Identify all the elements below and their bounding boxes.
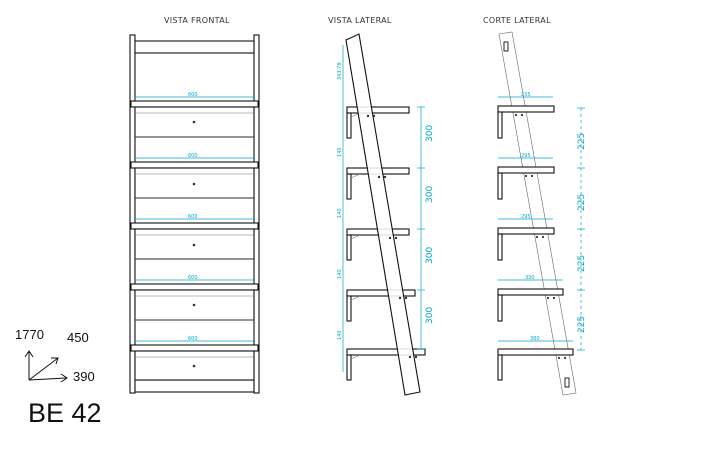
shelf-depth-label: 235 (521, 92, 531, 98)
depth-dimension: 450 (67, 330, 89, 345)
dimension-axes: 1770 450 390 (15, 327, 95, 384)
knob-icon (192, 182, 196, 186)
front-top-rail (134, 40, 255, 54)
front-shelf-width-label: 600 (188, 336, 198, 342)
section-shelf-4: 330 (497, 275, 564, 322)
shelf-spacing-label: 300 (425, 307, 435, 324)
section-spacing-label: 225 (577, 194, 587, 211)
front-shelf-5: 600 (130, 336, 259, 381)
side-left-dimension-chain: 343.78 140 140 140 140 (337, 45, 344, 372)
arrow-right-icon (60, 373, 68, 383)
section-view-title: CORTE LATERAL (483, 16, 551, 25)
section-bottom-slot (564, 377, 570, 388)
section-top-slot (503, 41, 509, 52)
shelf-spacing-label: 300 (425, 125, 435, 142)
knob-icon (192, 364, 196, 368)
front-shelf-3: 600 (130, 214, 259, 260)
front-shelf-1: 600 (130, 92, 259, 138)
shelf-depth-label: 330 (525, 275, 535, 281)
front-shelf-2: 600 (130, 153, 259, 199)
section-shelf-1: 235 (497, 92, 555, 139)
section-spacing-label: 225 (577, 133, 587, 150)
arrow-up-icon (24, 350, 34, 358)
section-shelf-5: 380 (497, 336, 574, 381)
shelf-spacing-label: 300 (425, 247, 435, 264)
section-spacing-label: 225 (577, 316, 587, 333)
shelf-gap-label: 140 (337, 269, 343, 279)
shelf-depth-label: 295 (521, 153, 531, 159)
front-shelf-width-label: 600 (188, 92, 198, 98)
shelf-depth-label: 380 (530, 336, 540, 342)
knob-icon (192, 120, 196, 124)
front-shelf-width-label: 600 (188, 214, 198, 220)
side-ladder-upright (345, 33, 421, 396)
section-ladder-upright (498, 31, 577, 396)
side-shelf-5 (346, 348, 426, 381)
section-shelf-3: 295 (497, 214, 555, 261)
section-view: 235 295 295 330 380 (497, 31, 587, 396)
knob-icon (192, 303, 196, 307)
side-view-title: VISTA LATERAL (328, 16, 392, 25)
side-shelf-1 (346, 106, 410, 139)
top-offset-label: 343.78 (337, 63, 343, 81)
front-shelf-width-label: 600 (188, 275, 198, 281)
section-shelf-2: 295 (497, 153, 555, 200)
side-screws (366, 114, 418, 359)
shelf-depth-label: 295 (521, 214, 531, 220)
knob-icon (192, 243, 196, 247)
front-view: 600 600 600 (129, 34, 260, 394)
shelf-gap-label: 140 (337, 208, 343, 218)
shelf-spacing-label: 300 (425, 186, 435, 203)
side-shelf-4 (346, 289, 416, 322)
arrow-diagonal-icon (51, 357, 59, 365)
front-left-upright (129, 34, 136, 394)
width-dimension: 390 (73, 369, 95, 384)
shelf-gap-label: 140 (337, 147, 343, 157)
section-spacing-label: 225 (577, 255, 587, 272)
height-dimension: 1770 (15, 327, 44, 342)
front-right-upright (253, 34, 260, 394)
side-right-dimension-chain: 300 300 300 300 (417, 106, 435, 350)
section-right-dimension-chain: 225 225 225 225 (577, 107, 587, 351)
front-view-title: VISTA FRONTAL (164, 16, 230, 25)
side-view: 343.78 140 140 140 140 300 300 300 300 (337, 33, 435, 396)
front-shelf-width-label: 600 (188, 153, 198, 159)
front-bottom-plinth (134, 379, 255, 393)
model-code: BE 42 (28, 398, 102, 428)
shelf-gap-label: 140 (337, 330, 343, 340)
front-shelf-4: 600 (130, 275, 259, 321)
